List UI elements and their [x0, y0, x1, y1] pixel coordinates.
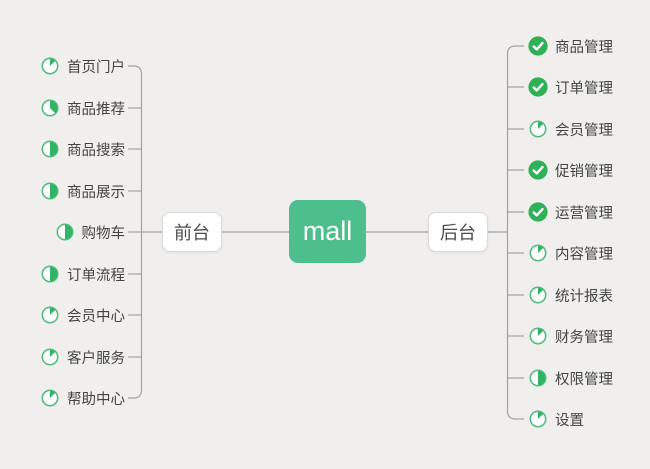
item-label: 统计报表	[555, 288, 613, 305]
item-label: 首页门户	[67, 59, 125, 76]
progress-pie-icon	[528, 119, 548, 139]
progress-pie-icon	[528, 243, 548, 263]
mindmap-item[interactable]: 商品推荐	[40, 94, 125, 122]
item-label: 商品推荐	[67, 101, 125, 118]
mindmap-item[interactable]: 商品展示	[40, 177, 125, 205]
item-label: 会员中心	[67, 308, 125, 325]
root-node-mall[interactable]: mall	[289, 200, 366, 263]
connector-line	[506, 45, 524, 420]
mindmap-item[interactable]: 首页门户	[40, 52, 125, 80]
progress-pie-icon	[528, 326, 548, 346]
check-complete-icon	[528, 160, 548, 180]
progress-pie-icon	[528, 285, 548, 305]
mindmap-item[interactable]: 运营管理	[528, 198, 613, 226]
mindmap-item[interactable]: 会员管理	[528, 115, 613, 143]
progress-pie-icon	[40, 388, 60, 408]
mindmap-item[interactable]: 财务管理	[528, 322, 613, 350]
mindmap-item[interactable]: 内容管理	[528, 239, 613, 267]
mindmap-item[interactable]: 购物车	[55, 218, 126, 246]
mindmap-item[interactable]: 商品搜索	[40, 135, 125, 163]
mindmap-item[interactable]: 统计报表	[528, 281, 613, 309]
mindmap-item[interactable]: 客户服务	[40, 343, 125, 371]
mindmap-item[interactable]: 设置	[528, 405, 584, 433]
mindmap-item[interactable]: 商品管理	[528, 32, 613, 60]
check-complete-icon	[528, 36, 548, 56]
progress-pie-icon	[40, 139, 60, 159]
item-label: 订单流程	[67, 267, 125, 284]
item-label: 设置	[555, 412, 584, 429]
progress-pie-icon	[40, 181, 60, 201]
item-label: 购物车	[81, 225, 126, 242]
progress-pie-icon	[40, 305, 60, 325]
progress-pie-icon	[40, 264, 60, 284]
progress-pie-icon	[40, 56, 60, 76]
item-label: 帮助中心	[67, 391, 125, 408]
item-label: 订单管理	[555, 80, 613, 97]
check-complete-icon	[528, 202, 548, 222]
mindmap-item[interactable]: 权限管理	[528, 364, 613, 392]
mindmap-item[interactable]: 会员中心	[40, 301, 125, 329]
branch-node-frontend[interactable]: 前台	[162, 212, 222, 252]
progress-pie-icon	[528, 368, 548, 388]
item-label: 会员管理	[555, 122, 613, 139]
item-label: 运营管理	[555, 205, 613, 222]
item-label: 权限管理	[555, 371, 613, 388]
progress-pie-icon	[528, 409, 548, 429]
item-label: 商品展示	[67, 184, 125, 201]
item-label: 内容管理	[555, 246, 613, 263]
item-label: 客户服务	[67, 350, 125, 367]
item-label: 商品搜索	[67, 142, 125, 159]
mindmap-item[interactable]: 订单流程	[40, 260, 125, 288]
progress-pie-icon	[40, 98, 60, 118]
mindmap-item[interactable]: 促销管理	[528, 156, 613, 184]
item-label: 财务管理	[555, 329, 613, 346]
mindmap-item[interactable]: 订单管理	[528, 73, 613, 101]
progress-pie-icon	[55, 222, 75, 242]
check-complete-icon	[528, 77, 548, 97]
item-label: 商品管理	[555, 39, 613, 56]
item-label: 促销管理	[555, 163, 613, 180]
branch-node-backend[interactable]: 后台	[428, 212, 488, 252]
progress-pie-icon	[40, 347, 60, 367]
mindmap-item[interactable]: 帮助中心	[40, 384, 125, 412]
